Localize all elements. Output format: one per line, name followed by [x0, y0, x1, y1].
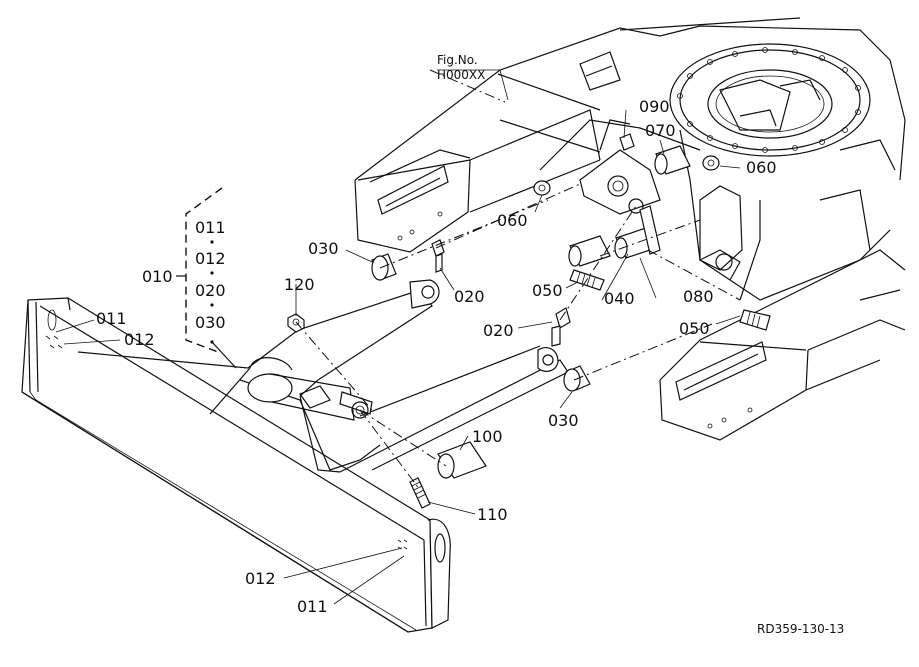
callout-070: 070: [645, 121, 676, 140]
track-frame-right: [659, 189, 906, 441]
pivot-bracket: [579, 119, 743, 271]
fig-no-label: Fig.No.: [437, 53, 478, 67]
callout-060: 060: [746, 158, 777, 177]
callout-020: 020: [454, 287, 485, 306]
assembly-lines: [295, 183, 741, 491]
separator-dot: [210, 271, 214, 275]
callout-011: 011: [96, 309, 127, 328]
pin-040: [568, 227, 657, 267]
callout-080: 080: [683, 287, 714, 306]
blade-push-frame: [77, 279, 569, 473]
callout-020: 020: [483, 321, 514, 340]
nut-060-left: [533, 180, 551, 196]
dozer-blade: [21, 297, 451, 633]
assembly-member: 012: [195, 249, 226, 268]
callout-050: 050: [679, 319, 710, 338]
assembly-bracket: [176, 187, 237, 369]
undercarriage-frame: [354, 17, 906, 253]
bolt-110: [409, 477, 431, 509]
callout-012: 012: [245, 569, 276, 588]
callout-030: 030: [308, 239, 339, 258]
callout-040: 040: [604, 289, 635, 308]
callout-100: 100: [472, 427, 503, 446]
fig-no-value: H000XX: [437, 68, 485, 82]
nut-060-right: [702, 155, 720, 171]
callout-030: 030: [548, 411, 579, 430]
separator-dot: [210, 303, 214, 307]
callout-011: 011: [297, 597, 328, 616]
callout-110: 110: [477, 505, 508, 524]
callout-012: 012: [124, 330, 155, 349]
bushing-030-upper: [371, 253, 397, 281]
grease-fitting-020-lower: [551, 307, 571, 347]
callout-090: 090: [639, 97, 670, 116]
nut-120: [287, 313, 305, 333]
assembly-member: 011: [195, 218, 226, 237]
assembly-member: 030: [195, 313, 226, 332]
callout-060: 060: [497, 211, 528, 230]
assembly-member: 020: [195, 281, 226, 300]
callout-050: 050: [532, 281, 563, 300]
bolt-050-right: [739, 309, 771, 331]
assembly-group-label: 010: [142, 267, 173, 286]
leader-lines: [55, 69, 741, 605]
reference-code: RD359-130-13: [757, 622, 844, 636]
pin-070: [654, 145, 691, 175]
callout-120: 120: [284, 275, 315, 294]
swing-bearing: [669, 43, 896, 301]
grease-fitting-020-upper: [431, 239, 445, 273]
separator-dot: [210, 240, 214, 244]
pin-100: [437, 441, 487, 479]
